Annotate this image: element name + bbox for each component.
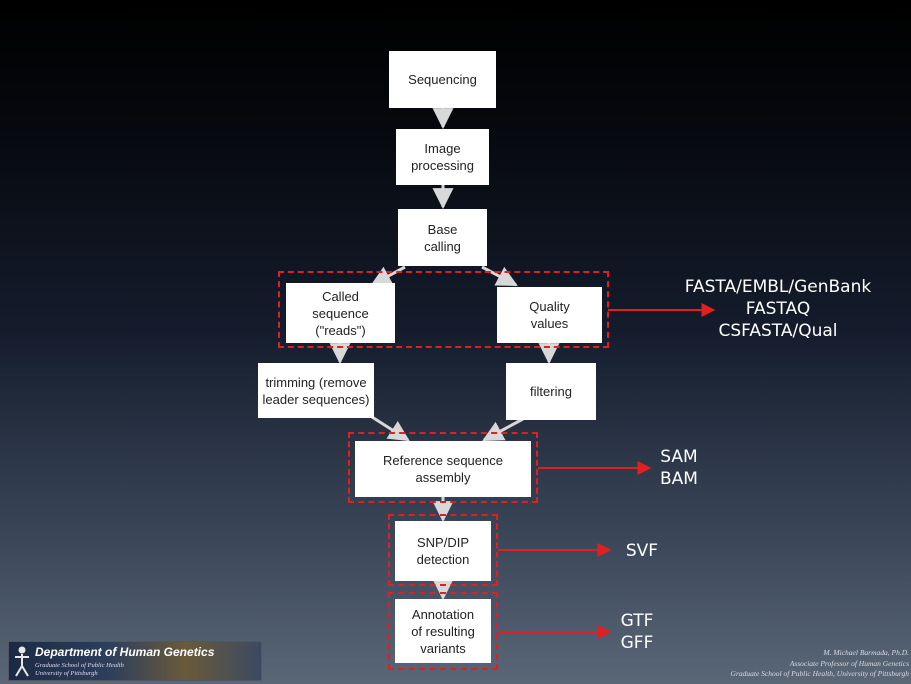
human-figure-icon: [15, 646, 29, 677]
formats-annotation: GTF GFF: [620, 611, 654, 653]
formats-assembly: SAM BAM: [660, 447, 698, 489]
logo-line1: Graduate School of Public Health: [35, 662, 124, 669]
node-base-calling: Base calling: [398, 209, 487, 266]
arrow-basecalling-to-quality: [481, 265, 518, 287]
arrow-trimming-to-assembly: [371, 415, 410, 442]
logo-line2: University of Pittsburgh: [35, 670, 98, 677]
node-image-processing: Image processing: [396, 129, 489, 185]
node-reference-assembly: Reference sequence assembly: [355, 441, 531, 497]
author-credit: M. Michael Barmada, Ph.D. Associate Prof…: [609, 648, 909, 680]
credit-position: Associate Professor of Human Genetics: [789, 658, 909, 668]
logo-title: Department of Human Genetics: [35, 645, 215, 659]
credit-name: M. Michael Barmada, Ph.D.: [823, 648, 909, 657]
credit-affiliation: Graduate School of Public Health, Univer…: [730, 669, 909, 678]
formats-reads: FASTA/EMBL/GenBank FASTAQ CSFASTA/Qual: [684, 277, 872, 341]
snp-output-group: [388, 514, 498, 586]
node-called-sequence: Called sequence ("reads"): [286, 283, 395, 343]
assembly-output-group: [348, 432, 538, 503]
node-filtering: filtering: [506, 363, 596, 420]
arrow-basecalling-to-called: [370, 265, 406, 287]
node-annotation: Annotation of resulting variants: [395, 599, 491, 663]
node-trimming: trimming (remove leader sequences): [258, 363, 374, 418]
node-quality-values: Quality values: [497, 287, 602, 343]
arrow-filtering-to-assembly: [482, 417, 524, 442]
annotation-output-group: [388, 592, 498, 670]
department-logo: Department of Human Genetics Graduate Sc…: [8, 641, 262, 681]
reads-output-group: [278, 271, 609, 348]
node-sequencing: Sequencing: [389, 51, 496, 108]
formats-snp: SVF: [625, 541, 659, 561]
node-snp-detection: SNP/DIP detection: [395, 521, 491, 581]
